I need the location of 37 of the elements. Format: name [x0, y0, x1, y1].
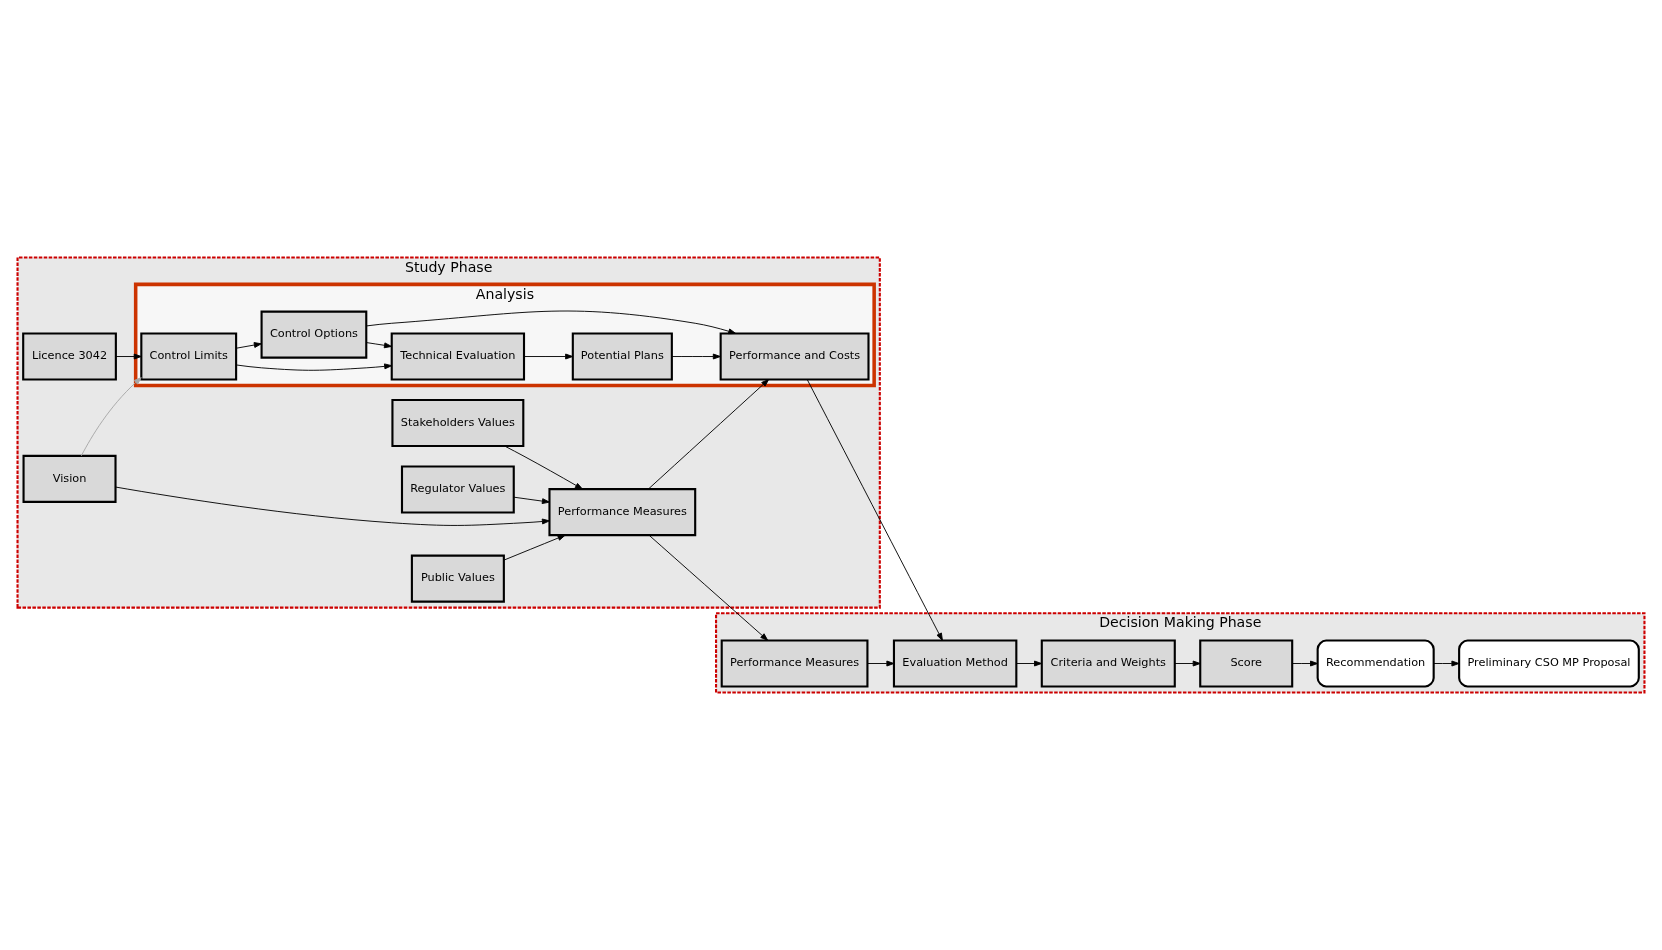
arrow: [867, 660, 895, 667]
arrow: [235, 342, 262, 349]
node-box: Technical Evaluation: [390, 332, 526, 381]
node-box: Regulator Values: [400, 465, 515, 514]
arrow: [523, 353, 574, 360]
arrow: [503, 534, 566, 561]
arrow: [115, 486, 550, 526]
arrow: [648, 534, 769, 641]
arrow: [671, 353, 721, 360]
arrow: [365, 310, 737, 335]
node-box: Stakeholders Values: [391, 398, 525, 448]
arrow: [513, 496, 550, 505]
arrow: [365, 342, 392, 349]
node-box: Recommendation: [1316, 639, 1435, 688]
node-box: Licence 3042: [22, 332, 117, 381]
arrow: [1291, 660, 1319, 667]
node-box: Preliminary CSO MP Proposal: [1458, 639, 1640, 688]
arrow: [115, 353, 142, 360]
node-box: Score: [1199, 639, 1294, 688]
arrow: [504, 445, 583, 490]
node-box: Performance Measures: [548, 488, 697, 537]
arrow: [1016, 660, 1043, 667]
node-box: Control Options: [260, 310, 368, 359]
node-box: Vision: [22, 454, 117, 503]
node-box: Evaluation Method: [892, 639, 1018, 688]
node-box: Criteria and Weights: [1040, 639, 1176, 688]
node-box: Potential Plans: [571, 332, 673, 381]
arrow: [806, 379, 943, 641]
node-box: Performance and Costs: [719, 332, 870, 381]
arrow: [1174, 660, 1201, 667]
arrow: [80, 377, 142, 457]
node-box: Public Values: [410, 554, 505, 603]
arrow: [1433, 660, 1460, 667]
arrow: [235, 363, 393, 371]
arrow: [647, 379, 770, 490]
node-box: Performance Measures: [720, 639, 869, 688]
node-box: Control Limits: [140, 332, 238, 381]
